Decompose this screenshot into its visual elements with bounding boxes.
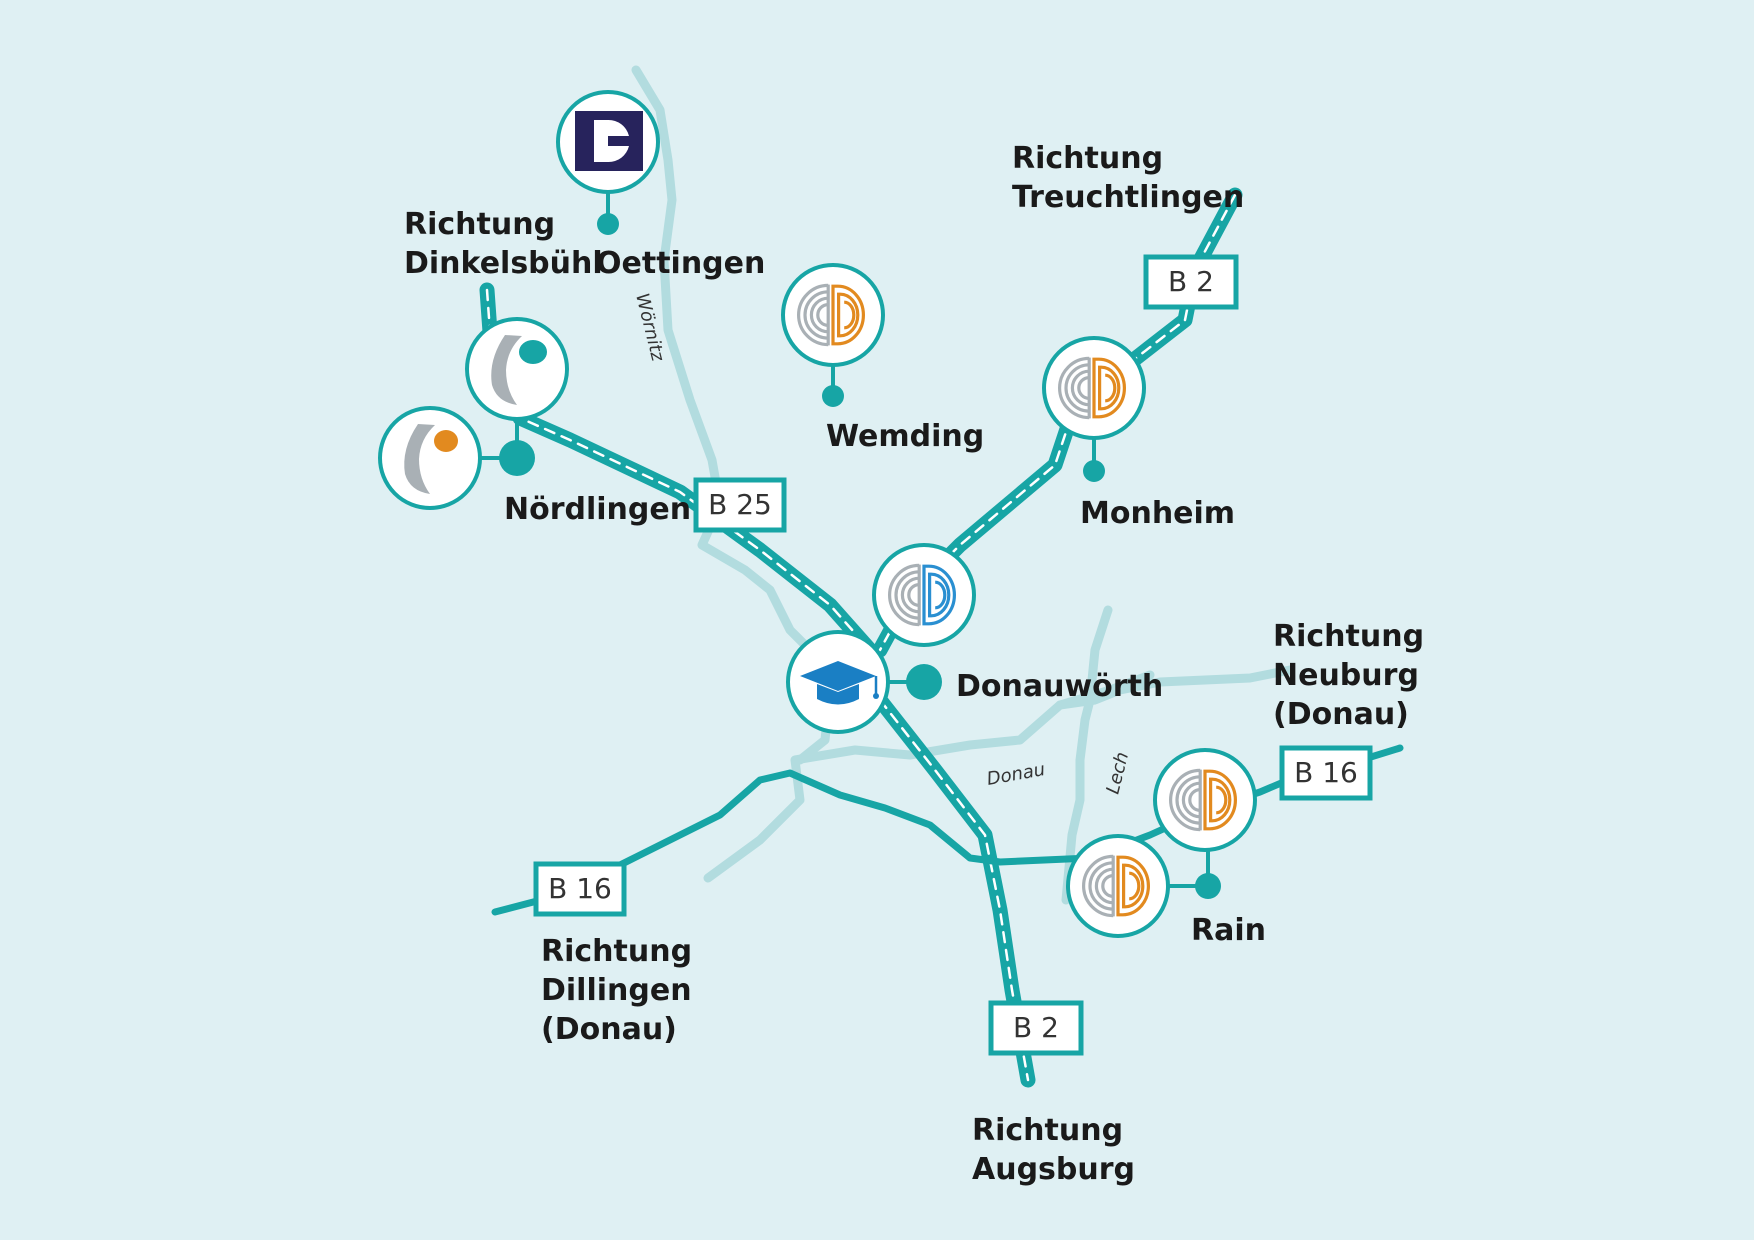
rain-dot xyxy=(1195,873,1221,899)
svg-text:B 2: B 2 xyxy=(1168,265,1214,298)
monheim-dot xyxy=(1083,460,1105,482)
monheim-badge xyxy=(1042,336,1146,440)
svg-text:B 2: B 2 xyxy=(1013,1011,1059,1044)
label-neuburg: Richtung Neuburg (Donau) xyxy=(1273,619,1435,732)
oettingen-dot xyxy=(597,213,619,235)
noerdlingen-badge-upper xyxy=(465,317,569,421)
label-wemding: Wemding xyxy=(826,419,984,454)
graduation-cap-icon xyxy=(800,661,879,705)
label-monheim: Monheim xyxy=(1080,496,1235,531)
lech-river xyxy=(1061,605,1113,905)
label-treuchtlingen: Richtung Treuchtlingen xyxy=(1012,141,1244,215)
donauwoerth-clinic-badge xyxy=(872,543,976,647)
label-augsburg: Richtung Augsburg xyxy=(972,1113,1135,1187)
road-b16 xyxy=(491,744,1404,916)
wemding-badge xyxy=(781,263,885,367)
svg-text:B 16: B 16 xyxy=(1294,756,1358,789)
label-noerdlingen: Nördlingen xyxy=(504,492,691,527)
road-shield-b16-east: B 16 xyxy=(1279,745,1373,801)
svg-text:B 16: B 16 xyxy=(548,872,612,905)
label-oettingen: Oettingen xyxy=(596,246,765,281)
noerdlingen-dot xyxy=(499,440,535,476)
road-shield-b25: B 25 xyxy=(693,477,787,533)
rain-badge-upper xyxy=(1153,748,1257,852)
road-shield-b2-north: B 2 xyxy=(1143,254,1239,310)
road-shield-b2-south: B 2 xyxy=(988,1000,1084,1056)
wemding-dot xyxy=(822,385,844,407)
road-shield-b16-west: B 16 xyxy=(533,861,627,917)
label-donauwoerth: Donauwörth xyxy=(956,669,1163,704)
oettingen-logo-icon xyxy=(575,111,643,171)
school-badge xyxy=(786,630,890,734)
rain-badge-lower xyxy=(1066,834,1170,938)
label-dinkelsbuehl: Richtung Dinkelsbühl xyxy=(404,207,603,281)
donau-river xyxy=(703,665,1295,883)
donau-branch xyxy=(1055,670,1155,710)
label-dillingen: Richtung Dillingen (Donau) xyxy=(541,934,703,1047)
donauwoerth-dot xyxy=(906,664,942,700)
noerdlingen-badge-lower xyxy=(378,406,482,510)
oettingen-badge xyxy=(556,90,660,194)
label-rain: Rain xyxy=(1191,913,1266,948)
noerdlingen-clinic-logo-icon xyxy=(404,424,458,494)
noerdlingen-clinic-logo-icon xyxy=(491,335,547,405)
connectors xyxy=(480,178,1221,899)
svg-text:B 25: B 25 xyxy=(708,488,772,521)
